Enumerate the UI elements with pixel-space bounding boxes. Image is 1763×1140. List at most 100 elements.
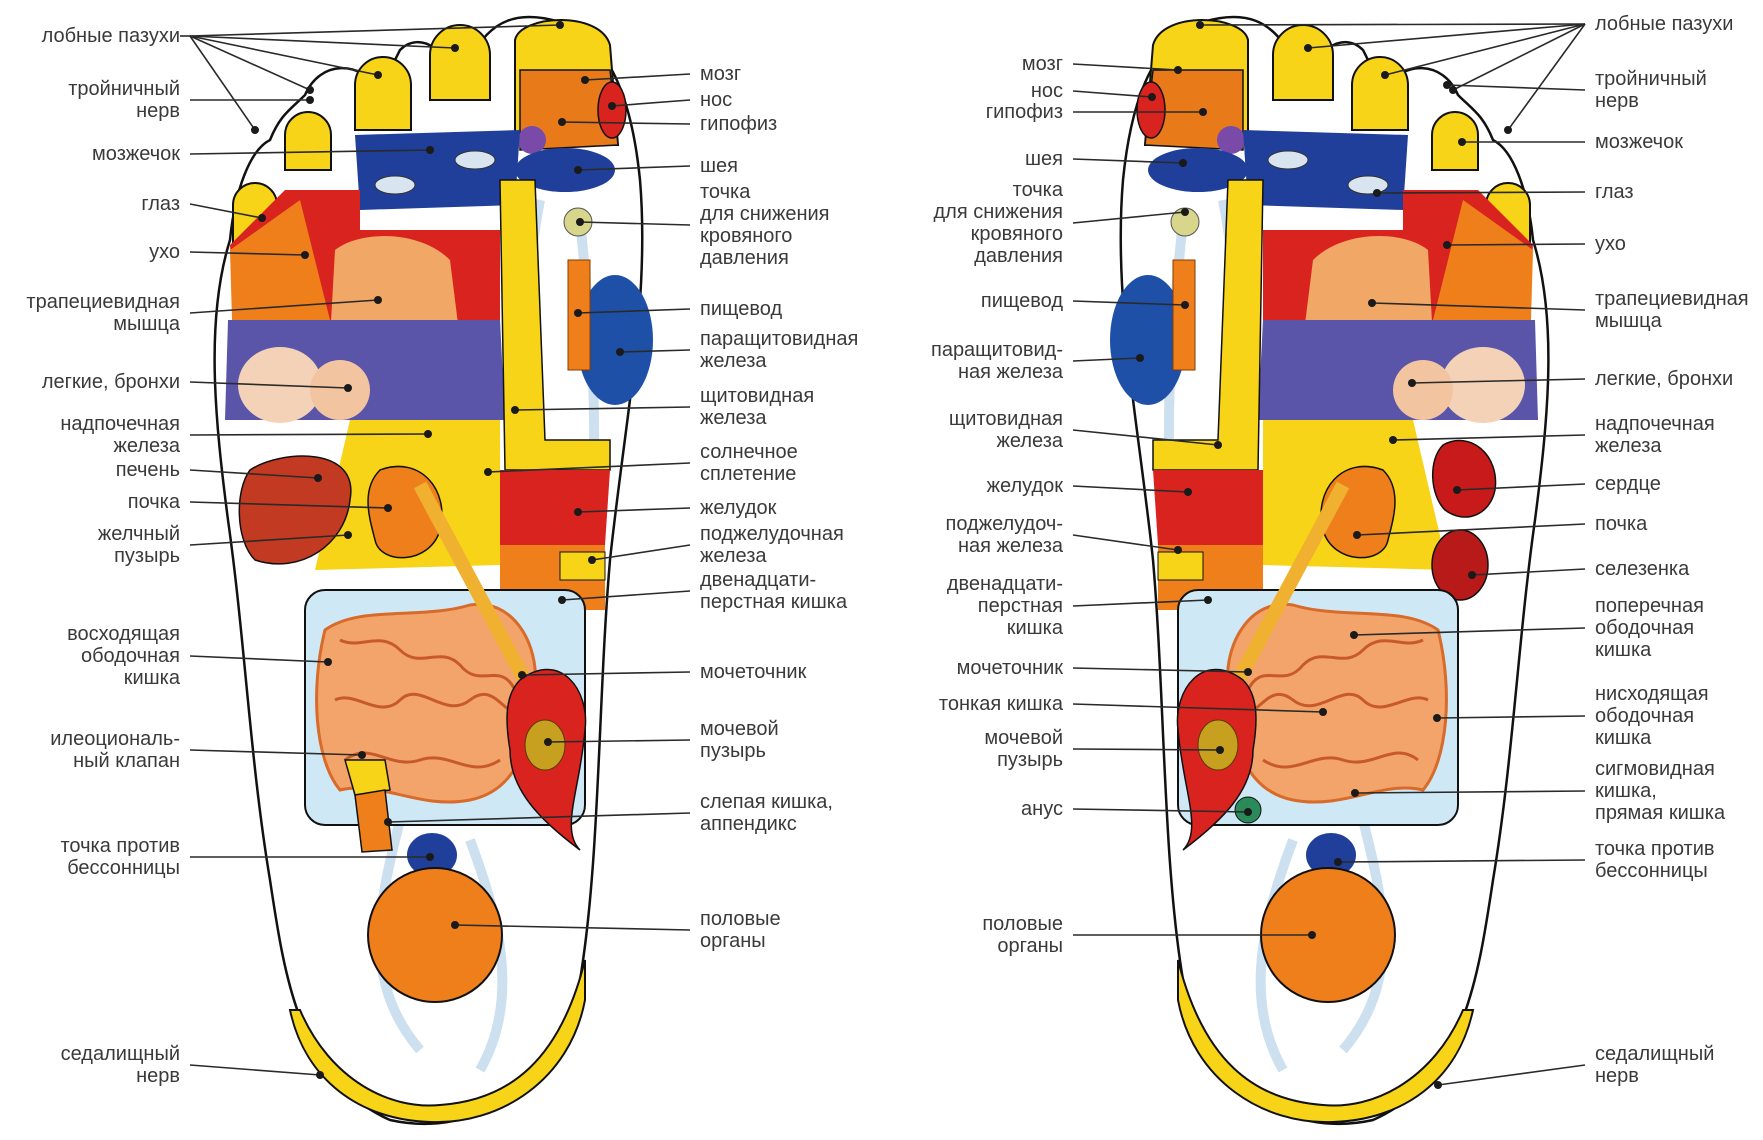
- leader-line: [190, 434, 428, 435]
- leader-dot: [316, 1071, 324, 1079]
- leader-dot: [426, 853, 434, 861]
- right-foot-labels_right-label-2: мозжечок: [1595, 131, 1683, 153]
- left-foot-labels_right-label-2: гипофиз: [700, 113, 777, 135]
- left-foot: [215, 17, 653, 1124]
- leader-dot: [451, 921, 459, 929]
- left-toe-4: [285, 112, 331, 170]
- left-foot-labels_left-label-11: восходящаяободочнаякишка: [67, 623, 181, 689]
- leader-dot: [1244, 808, 1252, 816]
- leader-line: [1447, 85, 1585, 90]
- right-foot-labels_left-label-14: анус: [1021, 798, 1063, 820]
- right-foot-labels_left-label-11: мочеточник: [957, 657, 1064, 679]
- right-stomach-zone: [1153, 470, 1263, 545]
- leader-dot: [511, 406, 519, 414]
- leader-line: [1447, 244, 1585, 245]
- leader-line: [190, 36, 378, 75]
- left-eye-2: [455, 151, 495, 169]
- right-foot-labels_right-label-11: поперечнаяободочнаякишка: [1595, 595, 1704, 661]
- left-toe-2: [430, 25, 490, 100]
- left-foot-labels_left-label-0: лобные пазухи: [42, 25, 180, 47]
- right-toe-4: [1432, 112, 1478, 170]
- left-bladder: [525, 720, 565, 770]
- right-foot-labels_left-label-1: нос: [1031, 80, 1063, 102]
- leader-dot: [324, 658, 332, 666]
- right-foot-labels_right-label-6: легкие, бронхи: [1595, 368, 1733, 390]
- right-eye-2: [1268, 151, 1308, 169]
- right-foot-labels_left-label-9: поджелудоч-ная железа: [946, 513, 1064, 557]
- left-foot-labels_right-label-6: паращитовиднаяжелеза: [700, 328, 858, 372]
- leader-dot: [1381, 71, 1389, 79]
- left-foot-labels_left-label-1: тройничныйнерв: [68, 78, 180, 122]
- right-foot-labels_right-label-1: тройничныйнерв: [1595, 68, 1707, 112]
- leader-dot: [1350, 631, 1358, 639]
- leader-dot: [558, 596, 566, 604]
- left-foot-labels_right-label-7: щитовиднаяжелеза: [700, 385, 814, 429]
- left-foot-labels_left-label-6: легкие, бронхи: [42, 371, 180, 393]
- left-reproductive-zone: [368, 868, 502, 1002]
- left-foot-labels_right-label-5: пищевод: [700, 298, 782, 320]
- right-foot-labels_left-label-2: гипофиз: [986, 101, 1063, 123]
- right-foot: [1110, 17, 1548, 1124]
- right-foot-labels_left-label-13: мочевойпузырь: [984, 727, 1063, 771]
- leader-dot: [1368, 299, 1376, 307]
- right-pancreas-inner: [1158, 552, 1203, 580]
- leader-dot: [616, 348, 624, 356]
- leader-dot: [484, 468, 492, 476]
- right-foot-labels_right-label-12: нисходящаяободочнаякишка: [1595, 683, 1709, 749]
- leader-dot: [1184, 488, 1192, 496]
- right-foot-labels_left-label-10: двенадцати-перстнаякишка: [947, 573, 1064, 639]
- leader-dot: [384, 818, 392, 826]
- left-foot-labels_left-label-3: глаз: [141, 193, 180, 215]
- leader-dot: [1148, 93, 1156, 101]
- right-pituitary-zone: [1217, 126, 1245, 154]
- left-foot-labels_left-label-2: мозжечок: [92, 143, 180, 165]
- right-foot-labels_left-label-8: желудок: [987, 475, 1064, 497]
- leader-dot: [1174, 546, 1182, 554]
- leader-dot: [1214, 441, 1222, 449]
- right-toe-3: [1352, 57, 1408, 130]
- right-esophagus-zone: [1173, 260, 1195, 370]
- right-foot-labels_right-label-13: сигмовиднаякишка,прямая кишка: [1595, 758, 1726, 824]
- leader-dot: [1181, 301, 1189, 309]
- right-eye-zone: [1243, 130, 1408, 210]
- left-foot-labels_right-label-0: мозг: [700, 63, 741, 85]
- leader-dot: [1504, 126, 1512, 134]
- right-foot-labels_left-label-12: тонкая кишка: [939, 693, 1064, 715]
- right-foot-labels_right-label-8: сердце: [1595, 473, 1661, 495]
- left-foot-labels_right-label-1: нос: [700, 89, 732, 111]
- left-pancreas-inner: [560, 552, 605, 580]
- leader-dot: [306, 96, 314, 104]
- left-stomach-zone: [500, 470, 610, 545]
- leader-dot: [384, 504, 392, 512]
- leader-dot: [1434, 1081, 1442, 1089]
- leader-line: [190, 1065, 320, 1075]
- right-lungs-1: [1441, 347, 1525, 423]
- leader-dot: [301, 251, 309, 259]
- leader-dot: [1468, 571, 1476, 579]
- leader-dot: [344, 531, 352, 539]
- left-foot-labels_right-label-10: поджелудочнаяжелеза: [700, 523, 844, 567]
- left-foot-labels_left-label-9: почка: [128, 491, 181, 513]
- right-foot-labels_right-label-0: лобные пазухи: [1595, 13, 1733, 35]
- leader-dot: [1453, 486, 1461, 494]
- left-foot-labels_right-label-3: шея: [700, 155, 738, 177]
- leader-dot: [1408, 379, 1416, 387]
- leader-dot: [544, 738, 552, 746]
- left-foot-labels_right-label-11: двенадцати-перстная кишка: [700, 569, 848, 613]
- right-foot-labels_left-label-5: пищевод: [981, 290, 1063, 312]
- right-foot-labels_right-label-3: глаз: [1595, 181, 1634, 203]
- leader-dot: [574, 166, 582, 174]
- leader-dot: [581, 76, 589, 84]
- leader-dot: [426, 146, 434, 154]
- leader-dot: [374, 296, 382, 304]
- left-toe-3: [355, 57, 411, 130]
- leader-dot: [588, 556, 596, 564]
- leader-line: [1377, 192, 1585, 193]
- leader-dot: [451, 44, 459, 52]
